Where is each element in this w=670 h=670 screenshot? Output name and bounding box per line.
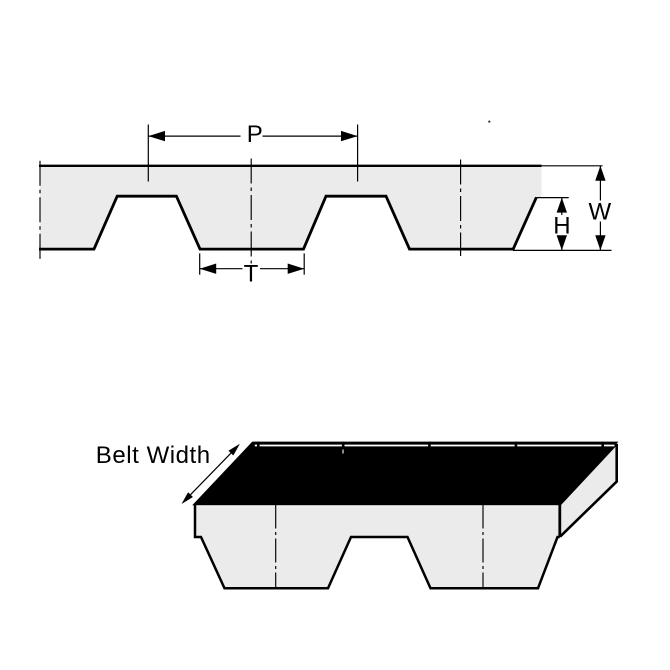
svg-text:Belt Width: Belt Width xyxy=(96,442,211,469)
svg-text:H: H xyxy=(553,213,570,240)
svg-text:W: W xyxy=(588,199,611,226)
svg-text:P: P xyxy=(247,121,263,148)
svg-text:T: T xyxy=(244,260,259,287)
